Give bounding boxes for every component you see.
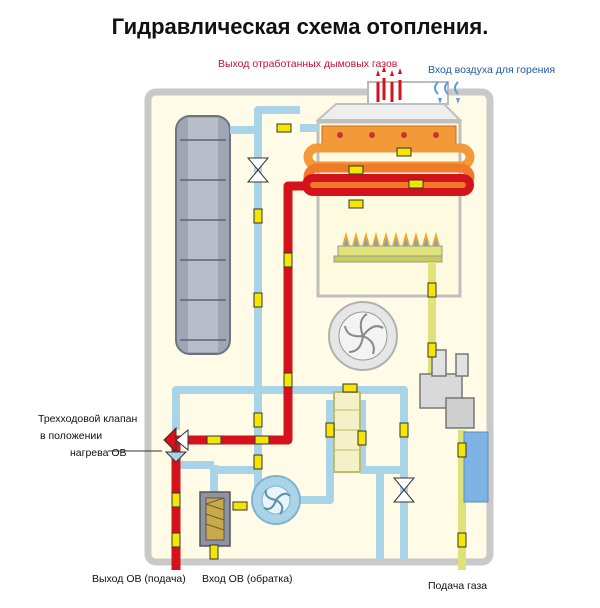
bypass-pipe [333,391,361,473]
three-way-valve [108,426,189,463]
heating-return-label: Вход ОВ (обратка) [202,573,293,585]
heat-exchanger [302,125,475,196]
three-way-valve-label-line2: в положении [40,430,103,442]
flue-terminal [367,66,460,105]
three-way-valve-label-line3: нагрева ОВ [70,447,127,459]
valve-expansion [246,157,270,183]
burner [333,232,443,263]
page-title: Гидравлическая схема отопления. [111,14,489,39]
flue-fan [328,301,398,371]
circulation-pump [251,475,301,525]
expansion-tank [175,115,231,355]
flue-gas-outlet-label: Выход отработанных дымовых газов [218,58,398,70]
gas-valve [419,349,475,429]
air-inlet-label: Вход воздуха для горения [428,64,556,76]
control-box [463,431,489,503]
valve-bypass [392,477,416,503]
gas-supply-label: Подача газа [428,580,488,592]
three-way-valve-label-line1: Трехходовой клапан [38,413,138,425]
water-filter [199,491,231,547]
heating-outlet-label: Выход ОВ (подача) [92,573,186,585]
